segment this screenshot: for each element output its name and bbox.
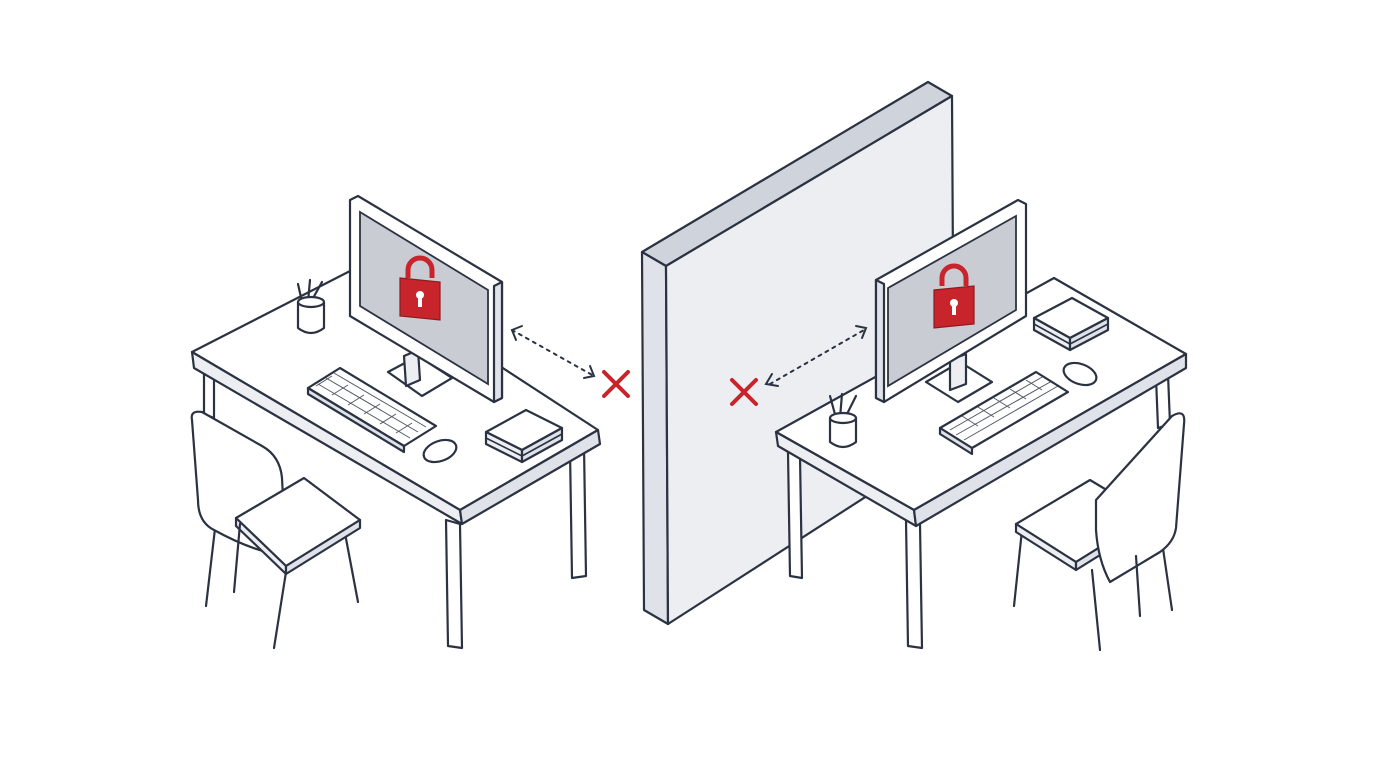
left-chair [190, 410, 362, 650]
left-mouse [422, 438, 458, 464]
partition-wall [640, 80, 956, 626]
left-workstation [190, 194, 602, 650]
left-connection-attempt [510, 325, 630, 398]
padlock-icon [933, 263, 975, 329]
right-mouse [1062, 361, 1098, 387]
right-connection-attempt [730, 325, 868, 406]
right-workstation [774, 198, 1188, 652]
left-book-stack [484, 408, 564, 464]
left-keyboard [306, 366, 438, 454]
right-pencil-cup [828, 392, 858, 449]
x-mark-icon [602, 370, 630, 398]
right-monitor [874, 198, 1028, 404]
left-pencil-cup [296, 278, 326, 335]
right-chair [1012, 412, 1186, 652]
x-mark-icon [730, 378, 758, 406]
right-keyboard [938, 370, 1070, 456]
left-monitor [348, 194, 504, 404]
right-book-stack [1032, 296, 1110, 352]
left-chair-back-legs [204, 518, 360, 608]
padlock-icon [399, 255, 441, 321]
